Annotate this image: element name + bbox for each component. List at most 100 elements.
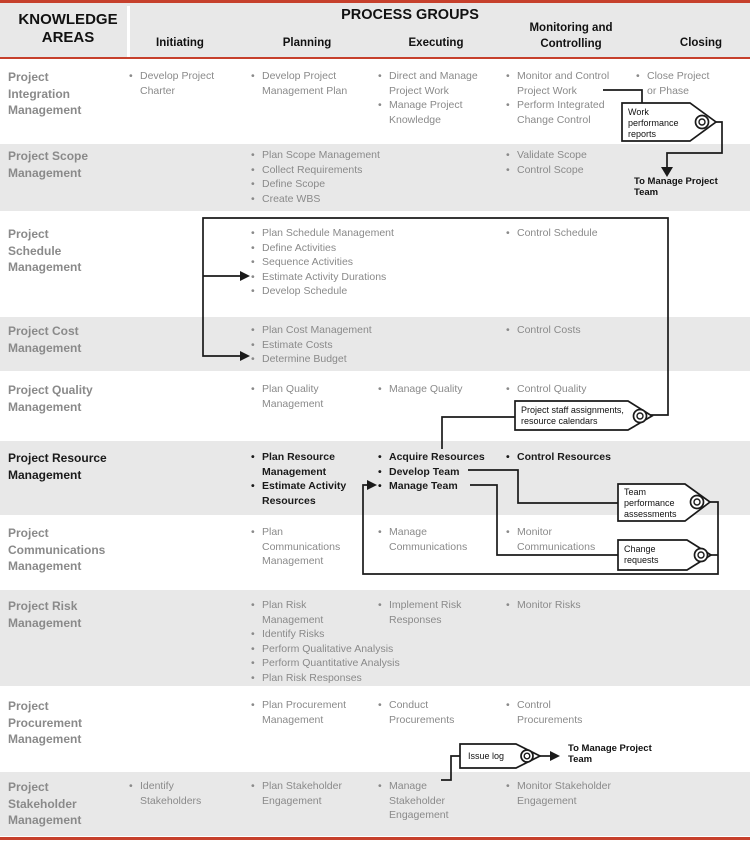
process-item: Plan Procurement Management: [251, 698, 346, 727]
knowledge-areas-header: KNOWLEDGE AREAS: [18, 11, 118, 46]
tag-label-work-performance-reports: Work performance reports: [628, 107, 679, 139]
process-item: Define Scope: [251, 177, 380, 192]
tag-label-issue-log: Issue log: [468, 751, 505, 761]
monitoring-cell: Control Costs: [506, 323, 581, 338]
row-project-procurement-management: Project Procurement Management Plan Proc…: [0, 686, 750, 772]
monitoring-cell: Monitor Risks: [506, 598, 581, 613]
executing-cell: Direct and Manage Project WorkManage Pro…: [378, 69, 478, 127]
process-item: Control Scope: [506, 163, 587, 178]
executing-cell: Manage Quality: [378, 382, 463, 397]
process-item: Develop Schedule: [251, 284, 394, 299]
process-item: Manage Communications: [378, 525, 467, 554]
monitoring-cell: Monitor Stakeholder Engagement: [506, 779, 611, 808]
process-item: Implement Risk Responses: [378, 598, 461, 627]
initiating-cell: Develop Project Charter: [129, 69, 214, 98]
process-item: Manage Quality: [378, 382, 463, 397]
process-item: Collect Requirements: [251, 163, 380, 178]
process-item: Close Project or Phase: [636, 69, 709, 98]
executing-cell: Conduct Procurements: [378, 698, 454, 727]
process-item: Estimate Activity Durations: [251, 270, 394, 285]
header-divider: [127, 6, 130, 57]
monitoring-cell: Control Schedule: [506, 226, 598, 241]
row-project-stakeholder-management: Project Stakeholder Management Identify …: [0, 772, 750, 836]
knowledge-area-title: Project Cost Management: [8, 324, 82, 355]
knowledge-area-title: Project Procurement Management: [8, 699, 83, 746]
executing-cell: Acquire ResourcesDevelop TeamManage Team: [378, 450, 485, 494]
planning-cell: Plan Procurement Management: [251, 698, 346, 727]
process-item: Define Activities: [251, 241, 394, 256]
monitoring-cell: Control Resources: [506, 450, 611, 465]
process-item: Plan Communications Management: [251, 525, 340, 569]
process-item: Perform Integrated Change Control: [506, 98, 609, 127]
flow-note-to-manage-project-team: To Manage Project Team: [634, 176, 718, 198]
process-item: Develop Team: [378, 465, 485, 480]
process-item: Manage Stakeholder Engagement: [378, 779, 449, 823]
process-item: Direct and Manage Project Work: [378, 69, 478, 98]
planning-cell: Plan Cost ManagementEstimate CostsDeterm…: [251, 323, 372, 367]
knowledge-area-title: Project Resource Management: [8, 451, 107, 482]
knowledge-area-title: Project Risk Management: [8, 599, 82, 630]
process-item: Perform Qualitative Analysis: [251, 642, 400, 657]
process-item: Manage Team: [378, 479, 485, 494]
process-item: Estimate Costs: [251, 338, 372, 353]
table-header: KNOWLEDGE AREAS PROCESS GROUPS Initiatin…: [0, 0, 750, 59]
row-project-risk-management: Project Risk Management Plan Risk Manage…: [0, 590, 750, 686]
process-item: Plan Risk Responses: [251, 671, 400, 686]
row-project-cost-management: Project Cost Management Plan Cost Manage…: [0, 317, 750, 371]
process-item: Control Costs: [506, 323, 581, 338]
process-item: Perform Quantitative Analysis: [251, 656, 400, 671]
column-header-initiating: Initiating: [156, 37, 204, 49]
planning-cell: Plan Resource ManagementEstimate Activit…: [251, 450, 346, 508]
process-item: Estimate Activity Resources: [251, 479, 346, 508]
knowledge-area-title: Project Schedule Management: [8, 227, 82, 274]
process-item: Conduct Procurements: [378, 698, 454, 727]
row-project-integration-management: Project Integration Management Develop P…: [0, 60, 750, 143]
planning-cell: Plan Communications Management: [251, 525, 340, 569]
monitoring-cell: Validate ScopeControl Scope: [506, 148, 587, 177]
process-item: Control Resources: [506, 450, 611, 465]
executing-cell: Manage Stakeholder Engagement: [378, 779, 449, 823]
monitoring-cell: Monitor and Control Project WorkPerform …: [506, 69, 609, 127]
row-project-scope-management: Project Scope Management Plan Scope Mana…: [0, 144, 750, 211]
process-item: Plan Cost Management: [251, 323, 372, 338]
process-item: Sequence Activities: [251, 255, 394, 270]
bottom-accent-rule: [0, 837, 750, 840]
process-item: Control Procurements: [506, 698, 582, 727]
planning-cell: Plan Scope ManagementCollect Requirement…: [251, 148, 380, 206]
process-item: Monitor Stakeholder Engagement: [506, 779, 611, 808]
executing-cell: Implement Risk Responses: [378, 598, 461, 627]
process-item: Plan Schedule Management: [251, 226, 394, 241]
monitoring-cell: Control Procurements: [506, 698, 582, 727]
planning-cell: Plan Stakeholder Engagement: [251, 779, 342, 808]
knowledge-area-title: Project Communications Management: [8, 526, 106, 573]
process-item: Plan Scope Management: [251, 148, 380, 163]
process-item: Plan Quality Management: [251, 382, 323, 411]
process-item: Monitor Risks: [506, 598, 581, 613]
process-groups-header: PROCESS GROUPS: [341, 7, 479, 23]
tag-label-change-requests: Change requests: [624, 544, 659, 565]
column-header-monitoring-controlling: Monitoring and Controlling: [529, 22, 613, 50]
closing-cell: Close Project or Phase: [636, 69, 709, 98]
planning-cell: Develop Project Management Plan: [251, 69, 347, 98]
column-header-closing: Closing: [679, 37, 723, 49]
monitoring-cell: Monitor Communications: [506, 525, 595, 554]
flow-note-to-manage-project-team: To Manage Project Team: [568, 743, 652, 765]
knowledge-area-title: Project Quality Management: [8, 383, 93, 414]
tag-label-project-staff-assignments: Project staff assignments, resource cale…: [521, 405, 624, 426]
process-item: Acquire Resources: [378, 450, 485, 465]
planning-cell: Plan Quality Management: [251, 382, 323, 411]
knowledge-area-title: Project Stakeholder Management: [8, 780, 82, 827]
process-item: Plan Stakeholder Engagement: [251, 779, 342, 808]
process-item: Create WBS: [251, 192, 380, 207]
process-item: Determine Budget: [251, 352, 372, 367]
column-header-planning: Planning: [282, 37, 332, 49]
process-item: Manage Project Knowledge: [378, 98, 478, 127]
knowledge-area-title: Project Integration Management: [8, 70, 82, 117]
row-project-schedule-management: Project Schedule Management Plan Schedul…: [0, 212, 750, 316]
process-item: Control Schedule: [506, 226, 598, 241]
process-item: Identify Risks: [251, 627, 400, 642]
process-item: Plan Risk Management: [251, 598, 400, 627]
column-header-executing: Executing: [408, 37, 464, 49]
process-item: Develop Project Management Plan: [251, 69, 347, 98]
planning-cell: Plan Schedule ManagementDefine Activitie…: [251, 226, 394, 299]
